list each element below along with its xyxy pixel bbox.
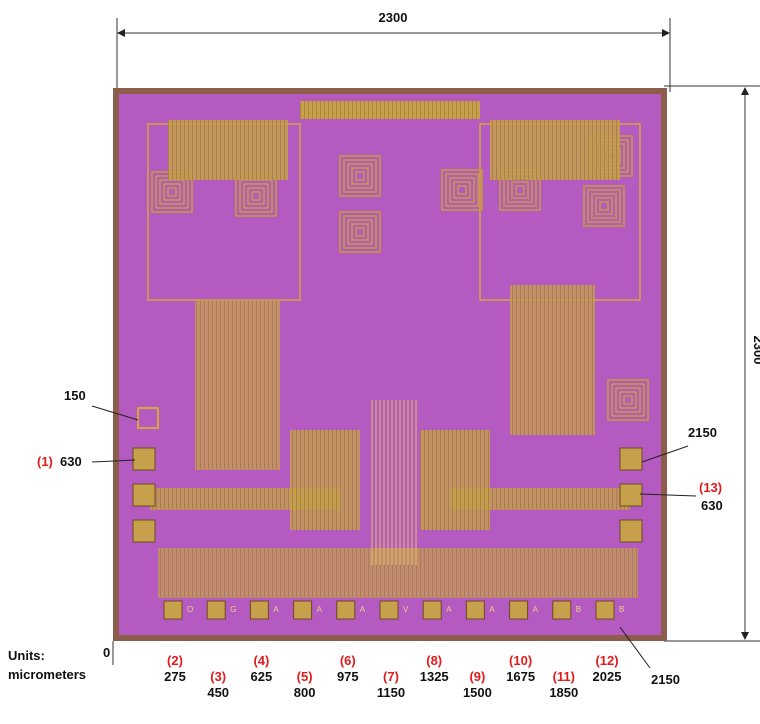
units-label: Units:	[8, 648, 45, 663]
bottom-pad	[422, 600, 442, 620]
bottom-pad	[595, 600, 615, 620]
bottom-pad	[509, 600, 529, 620]
bottom-pad	[336, 600, 356, 620]
bottom-pad-value: 975	[337, 669, 359, 684]
right-dimension: 2300	[664, 85, 760, 642]
bottom-pad-index: (5)	[297, 669, 313, 684]
units-block: Units: micrometers 0	[8, 641, 114, 682]
inductor-coil	[607, 379, 649, 421]
bottom-pad	[293, 600, 313, 620]
top-dimension: 2300	[116, 10, 671, 92]
bottom-pad-value: 800	[294, 685, 316, 700]
bottom-pad-index: (12)	[595, 653, 618, 668]
bottom-pad-value: 275	[164, 669, 186, 684]
pad-1-index: (1)	[37, 454, 53, 469]
bottom-pad-index: (10)	[509, 653, 532, 668]
bottom-pad-index: (11)	[553, 669, 575, 684]
origin-label: 0	[103, 645, 110, 660]
bottom-pad-value: 2025	[593, 669, 622, 684]
bottom-pad-letter: A	[317, 605, 323, 614]
bottom-pad	[206, 600, 226, 620]
bottom-corner-annotation: 2150	[619, 626, 680, 687]
bottom-pad-index: (4)	[253, 653, 269, 668]
right-dimension-label: 2300	[751, 336, 760, 365]
bottom-pad-letter: O	[187, 605, 193, 614]
bottom-pad-letter: B	[619, 605, 624, 614]
bottom-pad-index: (3)	[210, 669, 226, 684]
bottom-pad-index: (9)	[469, 669, 485, 684]
bottom-pad-value: 1150	[377, 685, 405, 700]
pad-size-label: 150	[64, 388, 86, 403]
bottom-pad-index: (6)	[340, 653, 356, 668]
bottom-pad	[552, 600, 572, 620]
central-bus	[371, 400, 417, 565]
bottom-pad-value: 625	[251, 669, 273, 684]
bottom-pad-index: (8)	[426, 653, 442, 668]
bottom-pad	[465, 600, 485, 620]
inductor-coil	[339, 211, 381, 253]
bottom-pad-letter: A	[446, 605, 452, 614]
bottom-pad-letter: V	[403, 605, 409, 614]
bottom-corner-label: 2150	[651, 672, 680, 687]
bottom-pad-value: 1850	[549, 685, 578, 700]
bottom-pad-letter: A	[533, 605, 539, 614]
bottom-pad-value: 450	[207, 685, 229, 700]
bottom-pad-letter: A	[489, 605, 495, 614]
bottom-pad-value: 1675	[506, 669, 535, 684]
bottom-pad	[379, 600, 399, 620]
bottom-pad-index: (2)	[167, 653, 183, 668]
top-dimension-label: 2300	[379, 10, 408, 25]
right-corner-label: 2150	[688, 425, 717, 440]
bottom-pad-letter: G	[230, 605, 236, 614]
bottom-pad-labels: (2)275 (3)450 (4)625 (5)800 (6)975 (7)1150 (8)…	[164, 653, 621, 700]
bottom-pad	[163, 600, 183, 620]
bottom-pad-value: 1325	[420, 669, 449, 684]
bottom-pad-letter: A	[273, 605, 279, 614]
pad-13-value: 630	[701, 498, 723, 513]
bottom-pad	[249, 600, 269, 620]
inductor-coil	[583, 185, 625, 227]
bottom-pad-index: (7)	[383, 669, 399, 684]
inductor-coil	[339, 155, 381, 197]
left-annotations: 150 (1) 630	[37, 388, 139, 469]
bottom-pad-letter: B	[576, 605, 581, 614]
pad-13-index: (13)	[699, 480, 722, 495]
bottom-pad-value: 1500	[463, 685, 492, 700]
right-annotations: 2150 (13) 630	[639, 425, 723, 513]
bottom-pad-letter: A	[360, 605, 366, 614]
units-value: micrometers	[8, 667, 86, 682]
pad-1-value: 630	[60, 454, 82, 469]
inductor-coil	[441, 169, 483, 211]
inductor-coil	[499, 169, 541, 211]
